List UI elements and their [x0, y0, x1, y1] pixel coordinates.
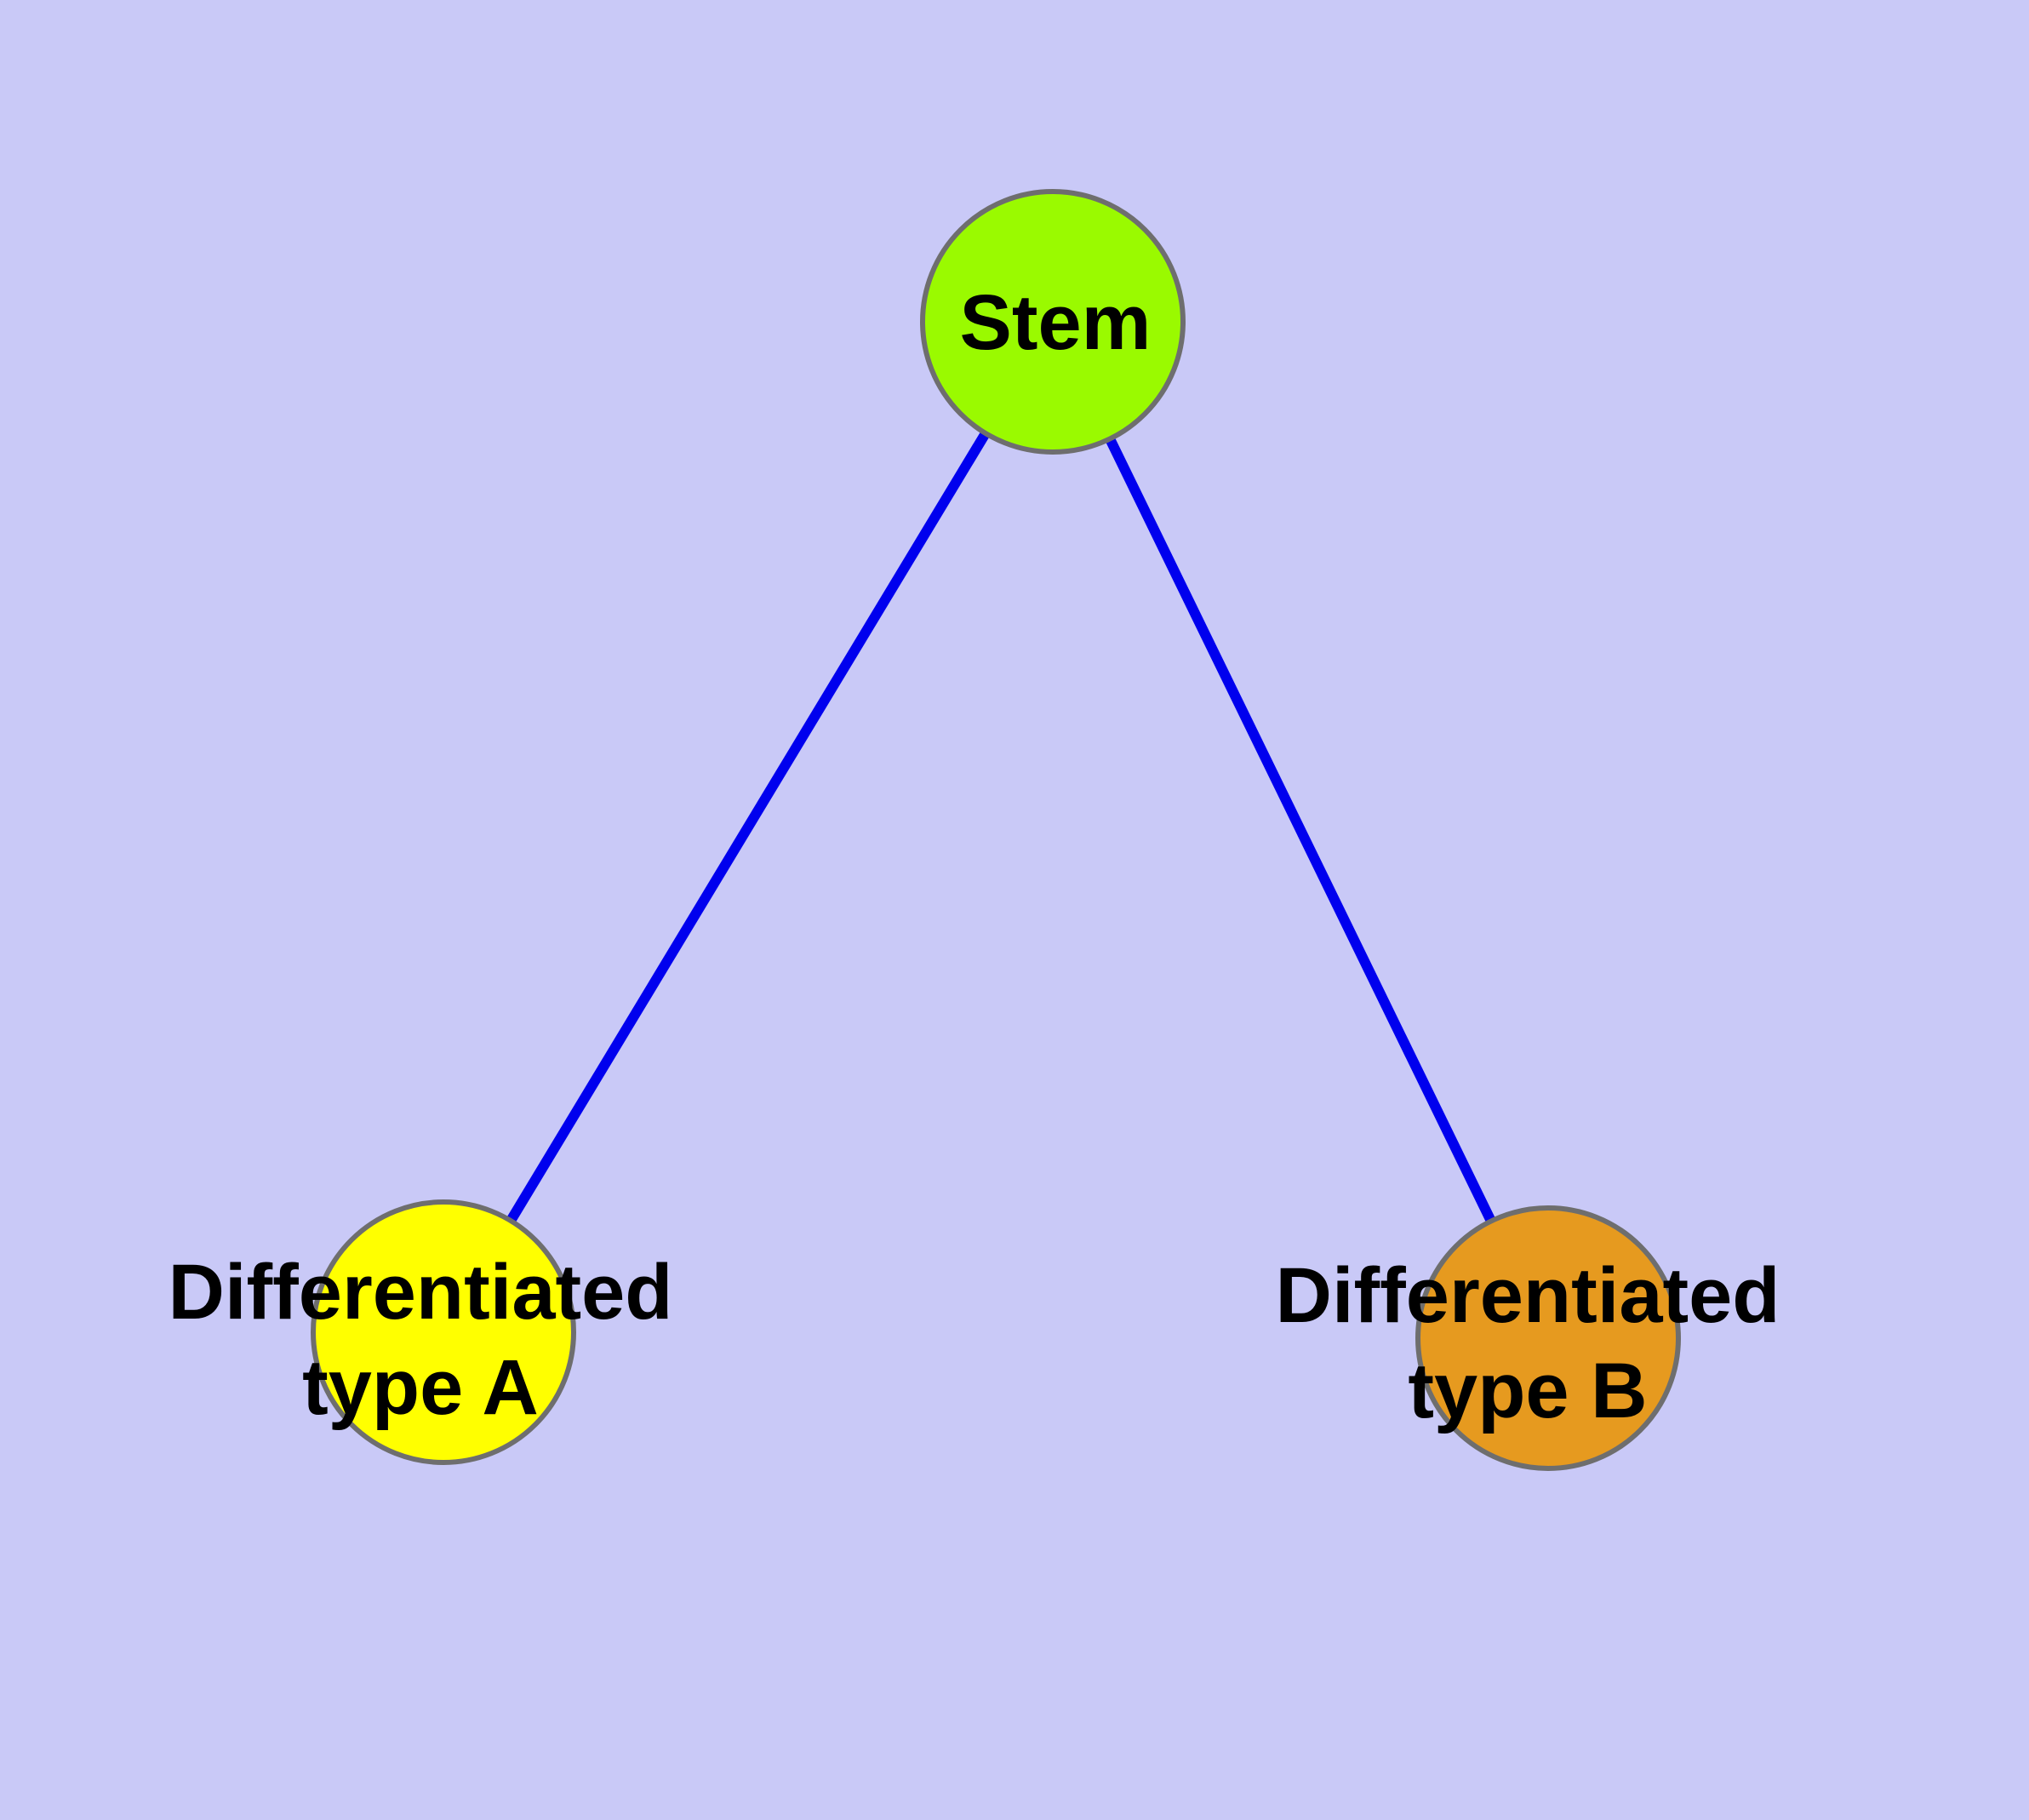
node-stem-label: Stem [960, 279, 1152, 366]
node-type-b-label-line2: type B [1408, 1348, 1647, 1434]
node-type-a-label-line1: Differentiated [169, 1249, 673, 1336]
node-differentiated-type-b [1415, 1205, 1681, 1471]
node-differentiated-type-a [311, 1199, 576, 1465]
node-stem [920, 189, 1186, 455]
edge-stem-to-type-b [1048, 319, 1553, 1341]
edge-stem-to-type-a [438, 318, 1058, 1336]
node-type-b-label-line1: Differentiated [1276, 1252, 1780, 1339]
node-type-a-label-line2: type A [302, 1344, 539, 1431]
